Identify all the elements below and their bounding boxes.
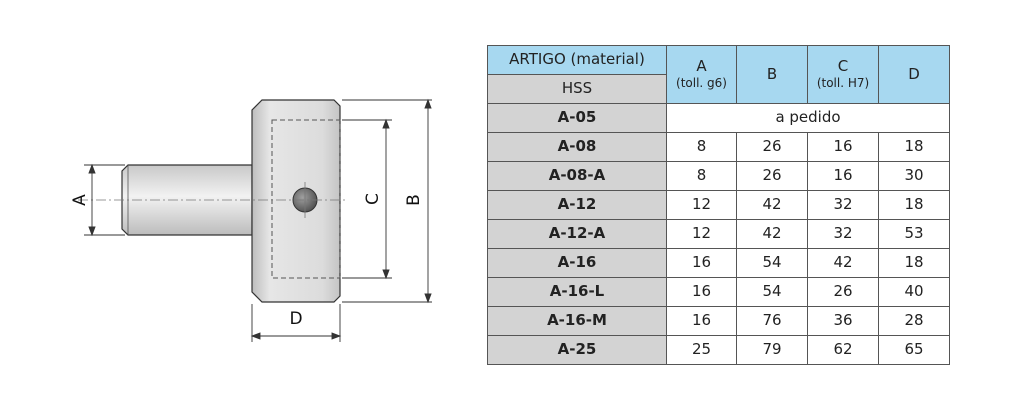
cell-d: 18 bbox=[878, 248, 950, 278]
cell-b: 42 bbox=[736, 219, 808, 249]
dimension-b bbox=[342, 98, 432, 304]
row-code: A-16-L bbox=[487, 277, 667, 307]
cell-b: 26 bbox=[736, 132, 808, 162]
row-code: A-12 bbox=[487, 190, 667, 220]
cell-a: 16 bbox=[666, 248, 737, 278]
cell-d: 53 bbox=[878, 219, 950, 249]
dimension-c bbox=[342, 118, 392, 280]
header-col-a-label: A bbox=[696, 56, 707, 75]
cell-c: 36 bbox=[807, 306, 879, 336]
table-material-row: HSS bbox=[487, 74, 950, 104]
technical-drawing: A C B D bbox=[70, 98, 432, 342]
header-col-c: C (toll. H7) bbox=[807, 45, 879, 104]
header-col-b: B bbox=[736, 45, 808, 104]
row-code: A-16 bbox=[487, 248, 667, 278]
row-code: A-25 bbox=[487, 335, 667, 365]
cell-a: 8 bbox=[666, 132, 737, 162]
header-col-d: D bbox=[878, 45, 950, 104]
cell-a: 12 bbox=[666, 219, 737, 249]
dimension-a bbox=[84, 163, 125, 237]
dimension-a-label: A bbox=[70, 194, 90, 206]
cell-b: 79 bbox=[736, 335, 808, 365]
header-col-c-label: C bbox=[837, 56, 849, 75]
cell-a: 25 bbox=[666, 335, 737, 365]
cell-a: 16 bbox=[666, 306, 737, 336]
header-article: ARTIGO (material) bbox=[487, 45, 667, 75]
cell-d: 30 bbox=[878, 161, 950, 191]
row-code: A-05 bbox=[487, 103, 667, 133]
dimension-d-label: D bbox=[289, 309, 302, 329]
cell-b: 54 bbox=[736, 248, 808, 278]
cell-c: 42 bbox=[807, 248, 879, 278]
dimension-d bbox=[250, 304, 342, 342]
cell-d: 28 bbox=[878, 306, 950, 336]
cell-d: 18 bbox=[878, 190, 950, 220]
cell-c: 32 bbox=[807, 219, 879, 249]
cell-a: 16 bbox=[666, 277, 737, 307]
header-col-a: A (toll. g6) bbox=[666, 45, 737, 104]
header-col-c-tolerance: (toll. H7) bbox=[816, 75, 870, 90]
cell-a: 12 bbox=[666, 190, 737, 220]
on-request-note: a pedido bbox=[666, 103, 950, 133]
cell-c: 62 bbox=[807, 335, 879, 365]
dimension-c-label: C bbox=[363, 193, 383, 205]
cell-d: 40 bbox=[878, 277, 950, 307]
row-code: A-08-A bbox=[487, 161, 667, 191]
cell-b: 42 bbox=[736, 190, 808, 220]
table-row: A-05 a pedido bbox=[487, 103, 950, 133]
cell-c: 16 bbox=[807, 132, 879, 162]
table-header-row: ARTIGO (material) A (toll. g6) B C (toll… bbox=[487, 45, 950, 104]
cell-b: 26 bbox=[736, 161, 808, 191]
header-material: HSS bbox=[487, 74, 667, 104]
cell-b: 76 bbox=[736, 306, 808, 336]
row-code: A-16-M bbox=[487, 306, 667, 336]
specification-table: ARTIGO (material) A (toll. g6) B C (toll… bbox=[487, 45, 950, 365]
header-col-a-tolerance: (toll. g6) bbox=[676, 75, 727, 90]
cell-c: 16 bbox=[807, 161, 879, 191]
row-code: A-08 bbox=[487, 132, 667, 162]
cell-c: 32 bbox=[807, 190, 879, 220]
cell-b: 54 bbox=[736, 277, 808, 307]
row-code: A-12-A bbox=[487, 219, 667, 249]
cell-d: 65 bbox=[878, 335, 950, 365]
cell-a: 8 bbox=[666, 161, 737, 191]
dimension-b-label: B bbox=[404, 194, 424, 206]
cell-c: 26 bbox=[807, 277, 879, 307]
hidden-bore-outline bbox=[271, 119, 341, 279]
cell-d: 18 bbox=[878, 132, 950, 162]
